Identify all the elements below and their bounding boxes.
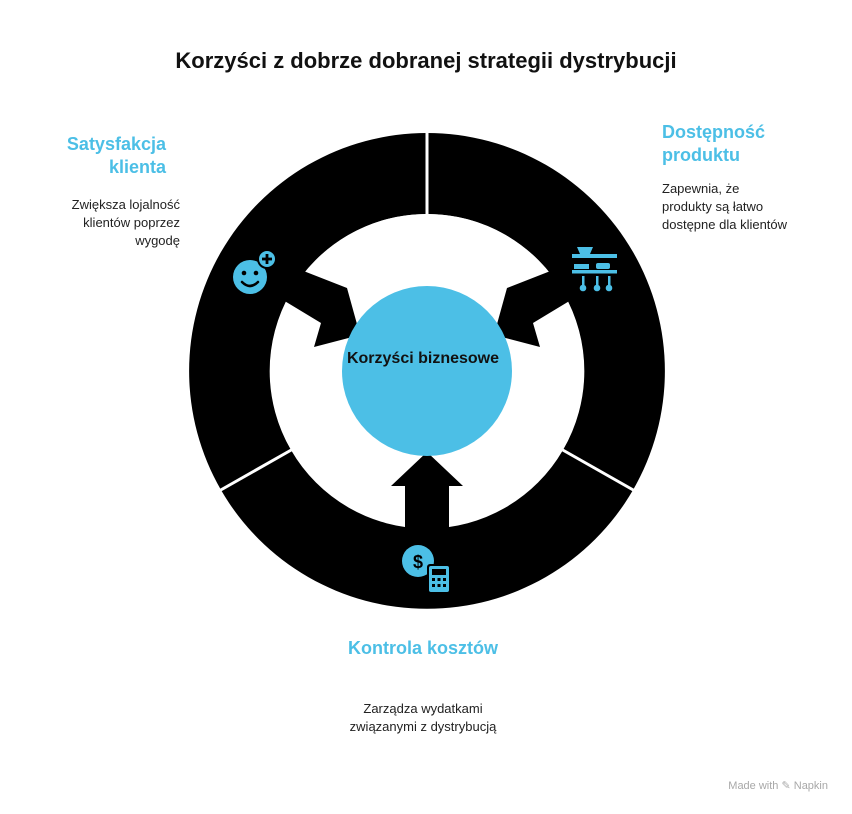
segment-separators [218, 131, 636, 493]
smiley-plus-icon [233, 249, 277, 294]
satisfaction-title: Satysfakcja klienta [66, 134, 166, 177]
svg-text:$: $ [413, 552, 423, 572]
center-circle [342, 286, 512, 456]
center-label: Korzyści biznesowe [346, 350, 500, 367]
arrow-from-availability [494, 270, 576, 347]
shelf-kitchenware-icon [572, 247, 617, 292]
page-title: Korzyści z dobrze dobranej strategii dys… [175, 48, 677, 73]
napkin-watermark: Made with ✎ Napkin [728, 780, 828, 792]
availability-description: Zapewnia, że produkty są łatwo dostępne … [662, 181, 788, 232]
cost-description: Zarządza wydatkami związanymi z dystrybu… [349, 701, 497, 734]
cost-title: Kontrola kosztów [347, 638, 498, 658]
dollar-calculator-icon: $ [402, 545, 451, 594]
arrow-from-cost [391, 452, 463, 532]
satisfaction-description: Zwiększa lojalność klientów poprzez wygo… [71, 197, 180, 248]
availability-title: Dostępność produktu [662, 122, 766, 165]
ring-segment-satisfaction [189, 133, 427, 490]
ring-segment-availability [427, 133, 665, 490]
arrow-from-satisfaction [278, 270, 360, 347]
